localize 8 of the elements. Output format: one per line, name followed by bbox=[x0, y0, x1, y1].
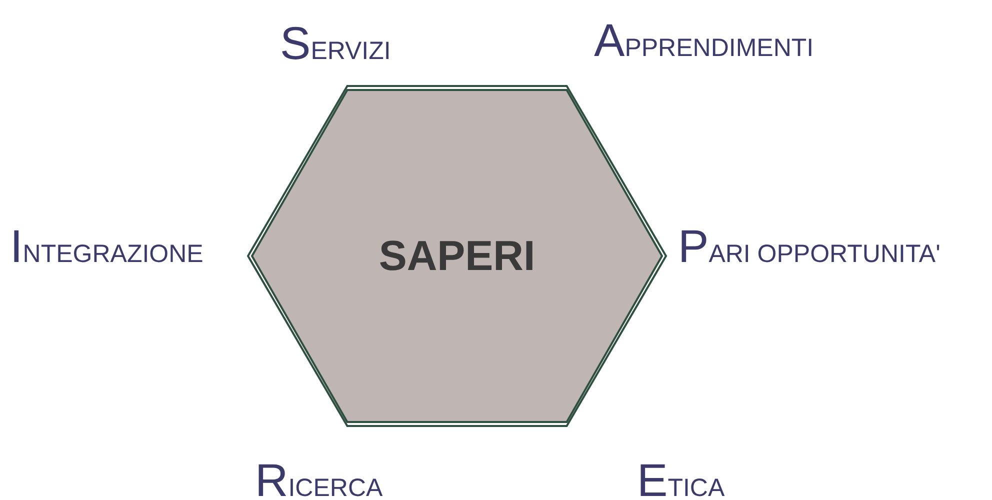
node-label: SAPERI bbox=[378, 232, 536, 280]
vertex-label: RICERCA bbox=[255, 457, 383, 500]
vertex-label: INTEGRAZIONE bbox=[10, 223, 204, 269]
vertex-label: SERVIZI bbox=[280, 20, 391, 66]
hexagon-node bbox=[246, 84, 668, 428]
vertex-label: ETICA bbox=[637, 457, 725, 500]
vertex-label: APPRENDIMENTI bbox=[594, 17, 814, 63]
vertex-label: PARI OPPORTUNITA' bbox=[678, 223, 940, 269]
